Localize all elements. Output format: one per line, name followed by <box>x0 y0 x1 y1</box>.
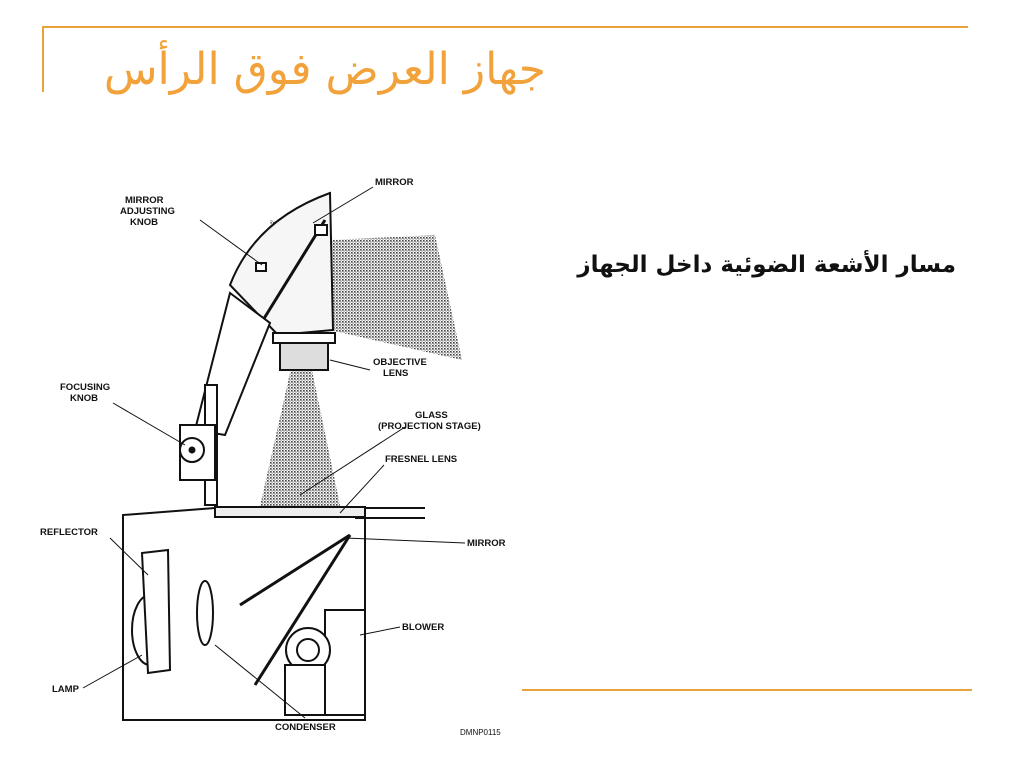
slide-title: جهاز العرض فوق الرأس <box>103 44 546 95</box>
objective-lens <box>272 332 336 371</box>
projector-base <box>122 506 425 721</box>
label-blower: BLOWER <box>402 622 444 633</box>
label-condenser: CONDENSER <box>275 722 336 733</box>
left-rule <box>42 26 44 92</box>
projection-head <box>228 191 335 337</box>
label-objective-1: OBJECTIVE <box>373 357 427 368</box>
label-reflector: REFLECTOR <box>40 527 98 538</box>
label-glass-1: GLASS <box>415 410 448 421</box>
vertical-beam <box>258 337 342 515</box>
projected-beam <box>330 235 462 360</box>
label-diagram-code: DMNP0115 <box>460 728 501 737</box>
label-focusing-1: FOCUSING <box>60 382 110 393</box>
label-fresnel: FRESNEL LENS <box>385 454 457 465</box>
slide-subtitle: مسار الأشعة الضوئية داخل الجهاز <box>577 252 956 278</box>
label-mirror-bottom: MIRROR <box>467 538 506 549</box>
label-lamp: LAMP <box>52 684 80 695</box>
bottom-rule <box>522 689 972 691</box>
support-arm <box>179 291 272 506</box>
leader-lines <box>82 186 466 719</box>
label-objective-2: LENS <box>383 368 408 379</box>
label-mirror-knob-2: ADJUSTING <box>120 206 175 217</box>
label-glass-2: (PROJECTION STAGE) <box>378 421 481 432</box>
projector-diagram: MIRROR MIRROR ADJUSTING KNOB OBJECTIVE L… <box>30 165 520 745</box>
projector-diagram-svg: MIRROR MIRROR ADJUSTING KNOB OBJECTIVE L… <box>40 177 506 737</box>
top-rule <box>42 26 968 28</box>
label-focusing-2: KNOB <box>70 393 98 404</box>
label-mirror-knob-1: MIRROR <box>125 195 164 206</box>
label-mirror-top: MIRROR <box>375 177 414 188</box>
label-mirror-knob-3: KNOB <box>130 217 158 228</box>
